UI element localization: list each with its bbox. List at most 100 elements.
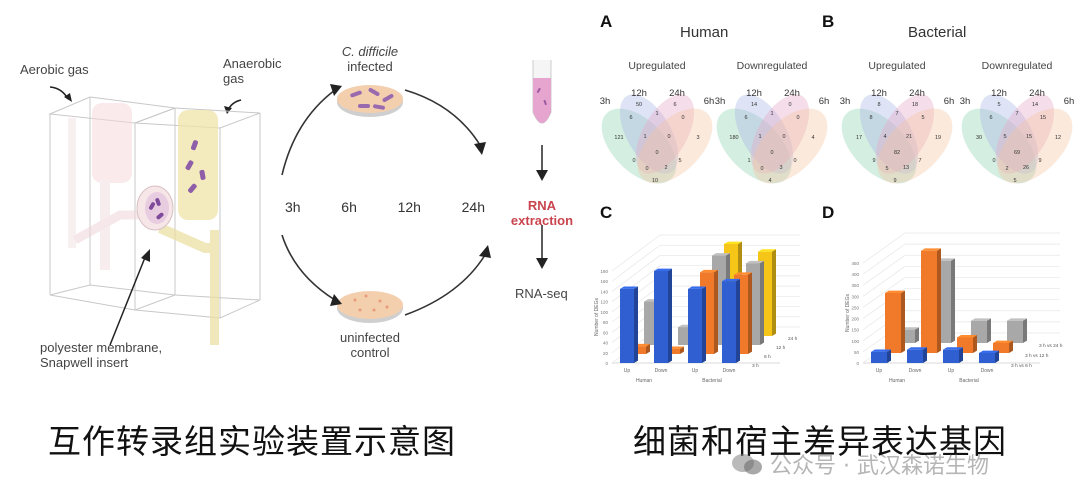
bar-side [987,318,991,343]
bar-top [734,272,752,275]
bar [871,351,887,363]
venn-set-24h [635,94,695,174]
venn-count-r3_6: 10 [652,178,658,184]
venn-count-only3: 180 [729,135,738,141]
x-tick-label: Up [624,368,631,374]
venn-count-only3: 17 [856,135,862,141]
bar [907,349,923,363]
venn-count-only24: 6 [673,102,676,108]
venn-label-3h: 3h [600,96,611,107]
bar [885,293,901,353]
human-title: Human [680,24,729,41]
y-tick-label: 20 [603,351,609,356]
membrane-label: polyester membrane, Snapwell insert [40,340,162,371]
watermark-text: 公众号 · 武汉森诺生物 [770,454,989,479]
y-tick-label: 40 [603,341,609,346]
bar-top [700,269,718,273]
arrow-to-infected-icon [281,89,336,176]
venn-set-12h [734,94,794,174]
bar-top [885,290,905,293]
timepoint-3h: 3h [285,199,301,215]
bar-top [746,260,764,264]
venn-count-only12: 5 [997,102,1000,108]
legend-series-label: 24 h [788,336,798,342]
bar [993,343,1009,353]
watermark: 公众号 · 武汉森诺生物 [730,448,989,480]
venn-count-r3_24: 9 [872,158,875,164]
y-tick-label: 250 [851,305,859,310]
aerobic-vessel [68,103,140,270]
venn-subtitle: Upregulated [628,60,686,72]
venn-label-6h: 6h [1064,96,1075,107]
venn-count-r3_12_24: 4 [883,134,886,140]
grid-diagonal [862,266,906,297]
venn-count-r3_12_24: 5 [1003,134,1006,140]
legend-series-label: 3 h vs 12 h [1025,353,1049,359]
anaerobic-label-line1: Anaerobic [223,56,282,71]
bacterial-title: Bacterial [908,24,967,41]
venn-count-only24: 18 [912,102,918,108]
x-group-label: Bacterial [959,378,978,384]
venn-count-only24: 0 [788,102,791,108]
venn-count-r3_6: 9 [893,178,896,184]
y-tick-label: 140 [600,289,608,294]
uninfected-label: uninfected control [320,330,420,361]
bar [943,349,959,363]
y-tick-label: 0 [856,361,859,366]
venn-count-r3_24: 1 [747,158,750,164]
anaerobic-vessel [157,110,219,345]
uninfected-dish-icon [337,291,403,323]
venn-label-3h: 3h [715,96,726,107]
bar [654,271,668,363]
y-tick-label: 100 [600,310,608,315]
bar-side [736,278,740,363]
venn-count-r12_24_6: 21 [906,134,912,140]
bar-top [654,268,672,271]
venn-label-24h: 24h [909,88,925,99]
grid-diagonal [862,232,906,264]
arrow-membrane-icon [109,249,150,346]
x-tick-label: Up [948,368,955,374]
uninfected-label-line1: uninfected [340,330,400,345]
timepoint-12h: 12h [397,199,421,215]
legend-series-label: 6 h [764,354,771,360]
venn-count-r24_6: 15 [1040,115,1046,121]
rna-extraction-line2: extraction [510,212,574,228]
grid-diagonal [611,255,661,292]
right-caption: 细菌和宿主差异表达基因 [633,422,1007,461]
infected-label: C. difficile infected [320,44,420,75]
venn-count-r3_12_6: 13 [903,165,909,171]
venn-set-24h [875,94,935,174]
bar-side [680,346,684,354]
venn-label-3h: 3h [960,96,971,107]
bar-side [714,269,718,354]
venn-count-only6: 12 [1055,135,1061,141]
x-tick-label: Up [876,368,883,374]
y-tick-label: 150 [851,328,859,333]
venn-label-12h: 12h [631,88,647,99]
venn-count-r12_6: 5 [678,158,681,164]
bar [1007,320,1023,343]
venn-count-r3_24: 0 [992,158,995,164]
venn-count-only6: 19 [935,135,941,141]
y-tick-label: 50 [854,350,860,355]
chamber-illustration [48,86,261,346]
venn-count-r3_24: 0 [632,158,635,164]
left-caption: 互作转录组实验装置示意图 [48,422,456,461]
venn-count-center: 0 [655,150,658,156]
venn-label-24h: 24h [1029,88,1045,99]
workflow-illustration [281,60,552,323]
bar-side [646,343,650,354]
venn-set-24h [750,94,810,174]
anaerobic-label-line2: gas [223,70,244,86]
bar-side [772,249,776,336]
venn-count-r3_12_6: 26 [1023,165,1029,171]
venn-count-r3_24_6b: 0 [645,166,648,172]
venn-count-r3_12_24: 1 [758,134,761,140]
bar-side [748,272,752,354]
venn-count-only6: 4 [811,135,814,141]
bacteria-icons [185,140,206,193]
venn-count-r3_12: 6 [989,115,992,121]
